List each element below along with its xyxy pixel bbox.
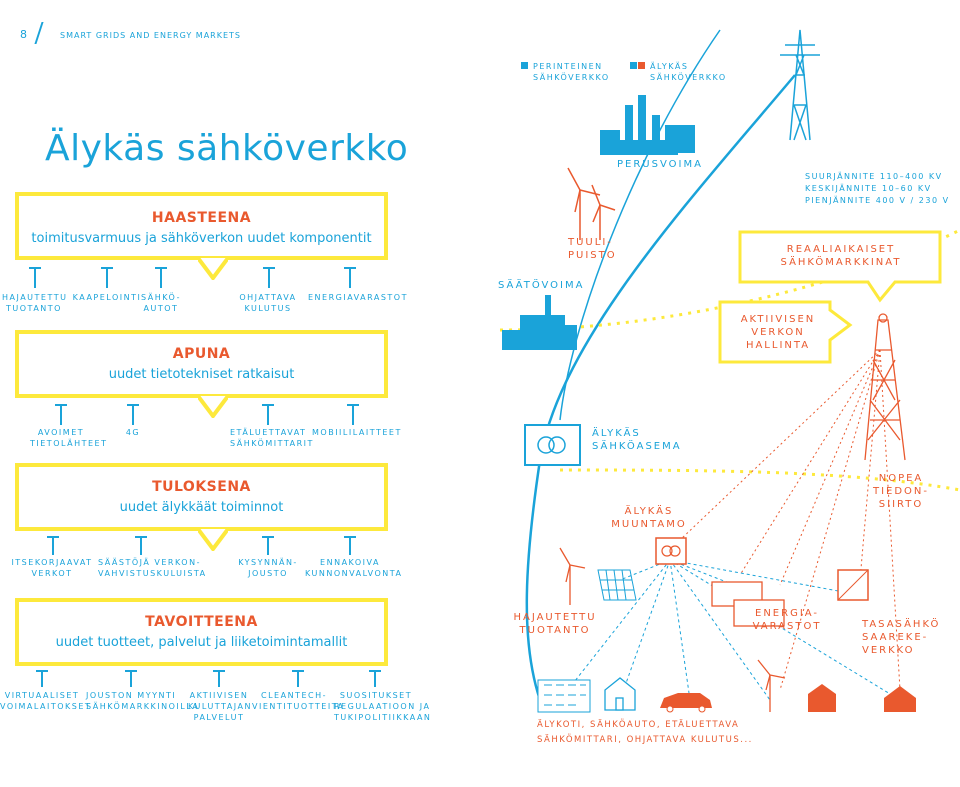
- voltage-low: PIENJÄNNITE 400 V / 230 V: [805, 196, 950, 205]
- legend-traditional: PERINTEINEN SÄHKÖVERKKO: [533, 62, 610, 82]
- legend-smart-swatch-orange: [638, 62, 645, 69]
- substation-box: [524, 424, 581, 466]
- medium-voltage-line: [559, 29, 721, 421]
- arrow: [155, 267, 167, 288]
- distribution-lines: [559, 559, 901, 701]
- arrow: [347, 404, 359, 425]
- smart-grid-dotted-line-2: [559, 468, 960, 492]
- arrow: [101, 267, 113, 288]
- goals-box: TAVOITTEENA uudet tuotteet, palvelut ja …: [15, 598, 388, 666]
- box-pointer: [198, 258, 228, 280]
- arrow: [344, 267, 356, 288]
- arrow: [213, 670, 225, 687]
- page-number: 8: [20, 28, 27, 41]
- label-mobile-devices: MOBIILILAITTEET: [312, 428, 402, 437]
- label-demand-response: KYSYNNÄN-JOUSTO: [238, 558, 298, 578]
- market-bubble: [738, 230, 942, 303]
- label-4g: 4G: [125, 428, 141, 437]
- arrow: [135, 536, 147, 555]
- label-regulating-power: SÄÄTÖVOIMA: [498, 280, 585, 291]
- arrow: [127, 404, 139, 425]
- arrow: [263, 267, 275, 288]
- label-energy-storages: ENERGIA-VARASTOT: [752, 608, 822, 632]
- transformer-box: [655, 537, 687, 565]
- regulating-plant-icon: [502, 295, 577, 350]
- label-electric-cars: SÄHKÖ-AUTOT: [141, 293, 181, 313]
- box-pointer: [198, 529, 228, 551]
- telecom-tower-icon: [864, 313, 906, 461]
- box-pointer: [198, 396, 228, 418]
- label-savings: SÄÄSTÖJÄ VERKON-VAHVISTUSKULUISTA: [98, 558, 207, 578]
- villa-icon: [884, 686, 916, 712]
- results-box: TULOKSENA uudet älykkäät toiminnot: [15, 463, 388, 531]
- legend-smart: ÄLYKÄS SÄHKÖVERKKO: [650, 62, 727, 82]
- legend-smart-swatch-blue: [630, 62, 637, 69]
- arrow: [125, 670, 137, 687]
- arrow: [292, 670, 304, 687]
- arrow: [262, 536, 274, 555]
- arrow: [369, 670, 381, 687]
- transmission-tower-icon: [780, 29, 820, 141]
- label-wind-park: TUULI-PUISTO: [568, 237, 617, 261]
- arrow: [55, 404, 67, 425]
- help-box: APUNA uudet tietotekniset ratkaisut: [15, 330, 388, 398]
- legend-blue-swatch: [521, 62, 528, 69]
- page-title: Älykäs sähköverkko: [45, 128, 409, 169]
- label-cleantech: CLEANTECH-VIENTITUOTTEITA: [252, 691, 345, 711]
- label-energy-storage: ENERGIAVARASTOT: [308, 293, 408, 302]
- battery-icon: [711, 581, 785, 627]
- arrow: [262, 404, 274, 425]
- small-wind-icon: [559, 547, 586, 605]
- power-plant-icon: [600, 95, 695, 155]
- electric-car-icon: [660, 693, 712, 713]
- red-house-icon: [808, 684, 836, 712]
- section-title: SMART GRIDS AND ENERGY MARKETS: [60, 31, 241, 40]
- apartment-building-icon: [537, 679, 591, 713]
- voltage-high: SUURJÄNNITE 110–400 KV: [805, 172, 943, 181]
- voltage-medium: KESKIJÄNNITE 10–60 KV: [805, 184, 932, 193]
- challenges-box: HAASTEENA toimitusvarmuus ja sähköverkon…: [15, 192, 388, 260]
- voltage-legend: SUURJÄNNITE 110–400 KV KESKIJÄNNITE 10–6…: [805, 171, 950, 207]
- wind-turbine-icon: [567, 167, 616, 240]
- home-wind-turbine-icon: [757, 659, 786, 712]
- label-baseload: PERUSVOIMA: [617, 159, 703, 170]
- house-icon: [604, 677, 636, 711]
- arrow: [344, 536, 356, 555]
- communication-lines: [679, 349, 901, 691]
- arrow: [36, 670, 48, 687]
- arrow: [47, 536, 59, 555]
- label-cabling: KAAPELOINTI: [72, 293, 142, 302]
- solar-panel-icon: [597, 569, 637, 601]
- active-bubble: [718, 300, 853, 364]
- arrow: [29, 267, 41, 288]
